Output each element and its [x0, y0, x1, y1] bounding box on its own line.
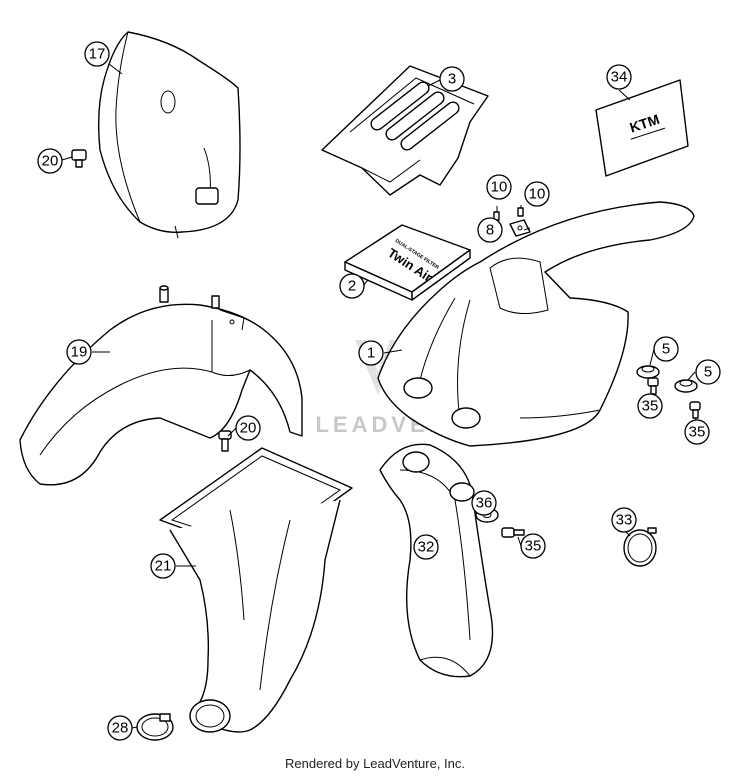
svg-text:21: 21: [155, 558, 172, 575]
screw-left[interactable]: [493, 206, 500, 221]
svg-text:20: 20: [240, 420, 257, 437]
callout-19[interactable]: 19: [66, 339, 92, 365]
bolt-lower-right[interactable]: [689, 401, 701, 419]
callout-36[interactable]: 36: [471, 490, 497, 516]
svg-text:35: 35: [689, 424, 706, 441]
svg-text:2: 2: [348, 278, 356, 295]
number-plate[interactable]: [97, 31, 241, 239]
intake-duct[interactable]: [379, 443, 494, 678]
air-box-cover[interactable]: [321, 65, 489, 196]
svg-text:32: 32: [418, 539, 435, 556]
bolt[interactable]: [71, 149, 87, 168]
rear-fender[interactable]: [377, 201, 695, 447]
svg-text:1: 1: [367, 345, 375, 362]
ktm-decal[interactable]: KTM: [595, 79, 689, 177]
callout-35-upper[interactable]: 35: [637, 393, 663, 419]
svg-text:20: 20: [42, 153, 59, 170]
callout-17[interactable]: 17: [84, 41, 110, 67]
callout-28[interactable]: 28: [107, 715, 133, 741]
callout-5-upper[interactable]: 5: [653, 336, 679, 362]
callout-5-lower[interactable]: 5: [695, 359, 721, 385]
callout-1[interactable]: 1: [358, 340, 384, 366]
ring-clamp[interactable]: [623, 527, 657, 567]
svg-text:19: 19: [71, 344, 88, 361]
callout-35-lower[interactable]: 35: [684, 419, 710, 445]
svg-text:28: 28: [112, 720, 129, 737]
callout-20-upper[interactable]: 20: [37, 148, 63, 174]
callout-8[interactable]: 8: [477, 217, 503, 243]
callout-33[interactable]: 33: [611, 507, 637, 533]
callout-21[interactable]: 21: [150, 553, 176, 579]
bolt-middle[interactable]: [218, 430, 232, 452]
callout-2[interactable]: 2: [339, 273, 365, 299]
svg-text:17: 17: [89, 46, 106, 63]
callout-35-center[interactable]: 35: [520, 533, 546, 559]
air-box[interactable]: [159, 447, 353, 733]
callout-10-right[interactable]: 10: [524, 181, 550, 207]
callout-20-middle[interactable]: 20: [235, 415, 261, 441]
callout-32[interactable]: 32: [413, 534, 439, 560]
svg-text:10: 10: [529, 186, 546, 203]
callout-34[interactable]: 34: [606, 64, 632, 90]
svg-text:36: 36: [476, 495, 493, 512]
callout-10-left[interactable]: 10: [486, 174, 512, 200]
screw-right[interactable]: [517, 205, 524, 217]
grommet-upper[interactable]: [636, 365, 660, 379]
svg-text:5: 5: [704, 364, 712, 381]
svg-text:33: 33: [616, 512, 633, 529]
svg-text:8: 8: [486, 222, 494, 239]
svg-text:35: 35: [642, 398, 659, 415]
air-filter-package[interactable]: Twin Air DUAL-STAGE FILTER: [344, 224, 471, 301]
svg-text:34: 34: [611, 69, 628, 86]
grommet-lower[interactable]: [674, 379, 698, 393]
hose-clamp[interactable]: [136, 713, 174, 741]
footer-credit: Rendered by LeadVenture, Inc.: [285, 756, 465, 771]
svg-text:35: 35: [525, 538, 542, 555]
callout-3[interactable]: 3: [439, 66, 465, 92]
clip[interactable]: [509, 219, 531, 237]
svg-text:10: 10: [491, 179, 508, 196]
bolt-upper-right[interactable]: [647, 377, 659, 395]
bolt-center[interactable]: [501, 527, 525, 538]
svg-text:5: 5: [662, 341, 670, 358]
svg-text:3: 3: [448, 71, 456, 88]
